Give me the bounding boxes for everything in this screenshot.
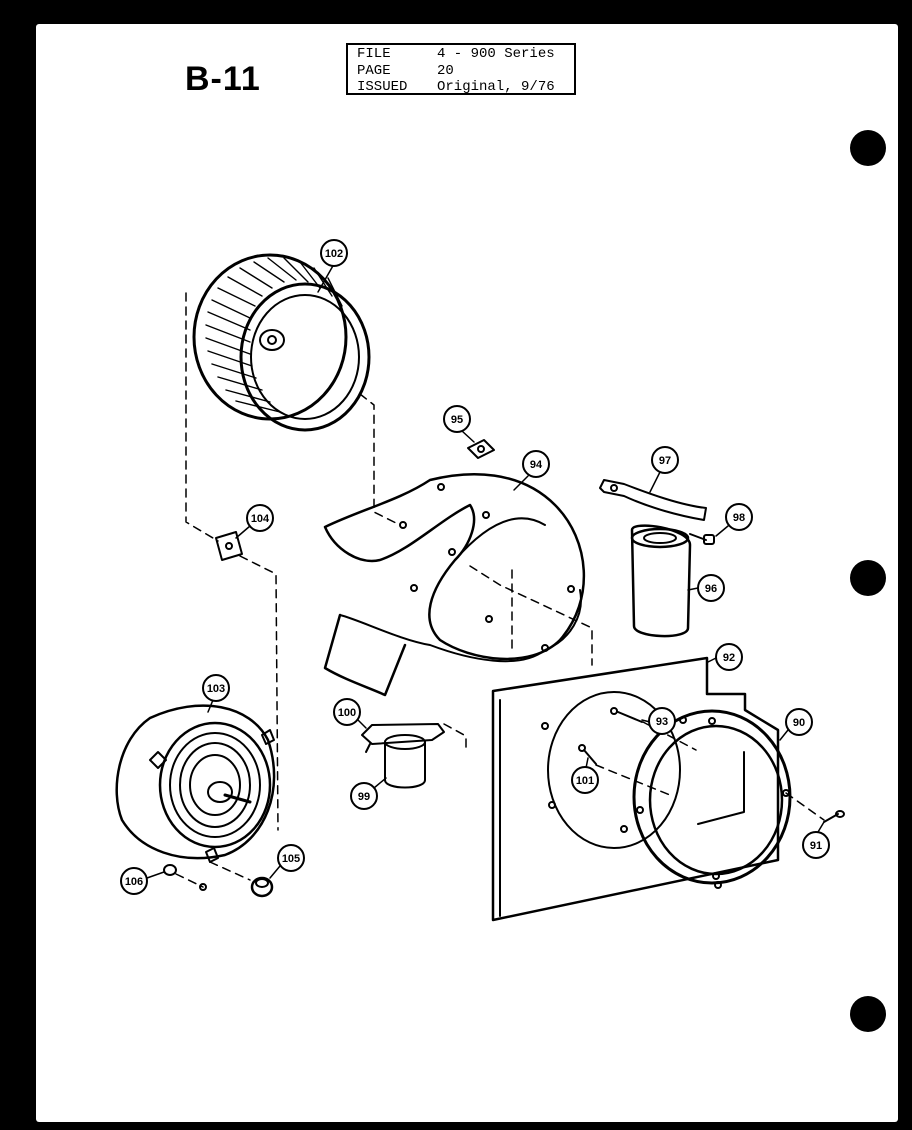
orifice-ring [632,709,792,885]
callout-label: 96 [705,583,717,595]
callout-label: 106 [125,876,143,888]
callout-label: 95 [451,414,463,426]
info-value: 4 - 900 Series [437,46,555,62]
info-key: PAGE [357,62,391,79]
callout-label: 93 [656,716,668,728]
callout-101: 101 [571,757,599,794]
info-row-file: FILE 4 - 900 Series [357,46,574,63]
callout-105: 105 [269,844,305,879]
callout-label: 104 [251,513,270,525]
info-row-page: PAGE 20 [357,63,574,80]
grommet-105 [250,876,274,898]
callout-91: 91 [802,821,830,859]
callouts: 102 95 94 97 98 104 [120,239,830,895]
info-box: FILE 4 - 900 Series PAGE 20 ISSUED Origi… [346,43,576,95]
parts-sheet [36,24,898,1122]
callout-label: 91 [810,840,822,852]
binder-hole-top [850,130,886,166]
callout-label: 103 [207,683,225,695]
callout-97: 97 [649,446,679,493]
callout-96: 96 [687,574,725,602]
callout-102: 102 [317,239,348,293]
callout-label: 105 [282,853,300,865]
callout-95: 95 [443,405,475,443]
start-capacitor [384,734,426,789]
info-value: 20 [437,62,454,79]
blower-motor [115,704,276,863]
callout-106: 106 [120,867,165,895]
housing-clip [467,439,495,459]
capacitor-bracket-100 [361,723,445,753]
screw-98 [689,533,715,545]
callout-label: 94 [530,459,543,471]
binder-hole-bottom [850,996,886,1032]
assembly-leader-lines [175,292,825,888]
callout-100: 100 [333,698,367,729]
callout-99: 99 [350,777,387,810]
callout-label: 101 [576,775,594,787]
callout-93: 93 [641,707,676,735]
callout-98: 98 [715,503,753,537]
callout-label: 92 [723,652,735,664]
blower-housing [323,473,586,697]
mounting-panel [491,656,780,922]
callout-92: 92 [707,643,743,671]
info-key: FILE [357,46,391,62]
callout-label: 90 [793,717,805,729]
page-code: B-11 [185,60,261,98]
info-row-issued: ISSUED Original, 9/76 [357,79,574,96]
callout-103: 103 [202,674,230,713]
nut-106 [163,864,207,891]
screw-93 [610,707,643,723]
capacitor-strap [599,479,707,521]
info-key: ISSUED [357,79,408,95]
motor-bracket-104 [215,531,243,561]
callout-104: 104 [235,504,274,539]
callout-label: 98 [733,512,745,524]
callout-label: 99 [358,791,370,803]
info-value: Original, 9/76 [437,79,555,95]
blower-wheel [192,253,371,432]
screw-91 [823,810,845,823]
screw-101 [578,744,597,765]
callout-94: 94 [513,450,550,491]
binder-hole-middle [850,560,886,596]
run-capacitor [630,524,692,638]
callout-90: 90 [779,708,813,741]
callout-label: 100 [338,707,356,719]
callout-label: 97 [659,455,671,467]
callout-label: 102 [325,248,343,260]
